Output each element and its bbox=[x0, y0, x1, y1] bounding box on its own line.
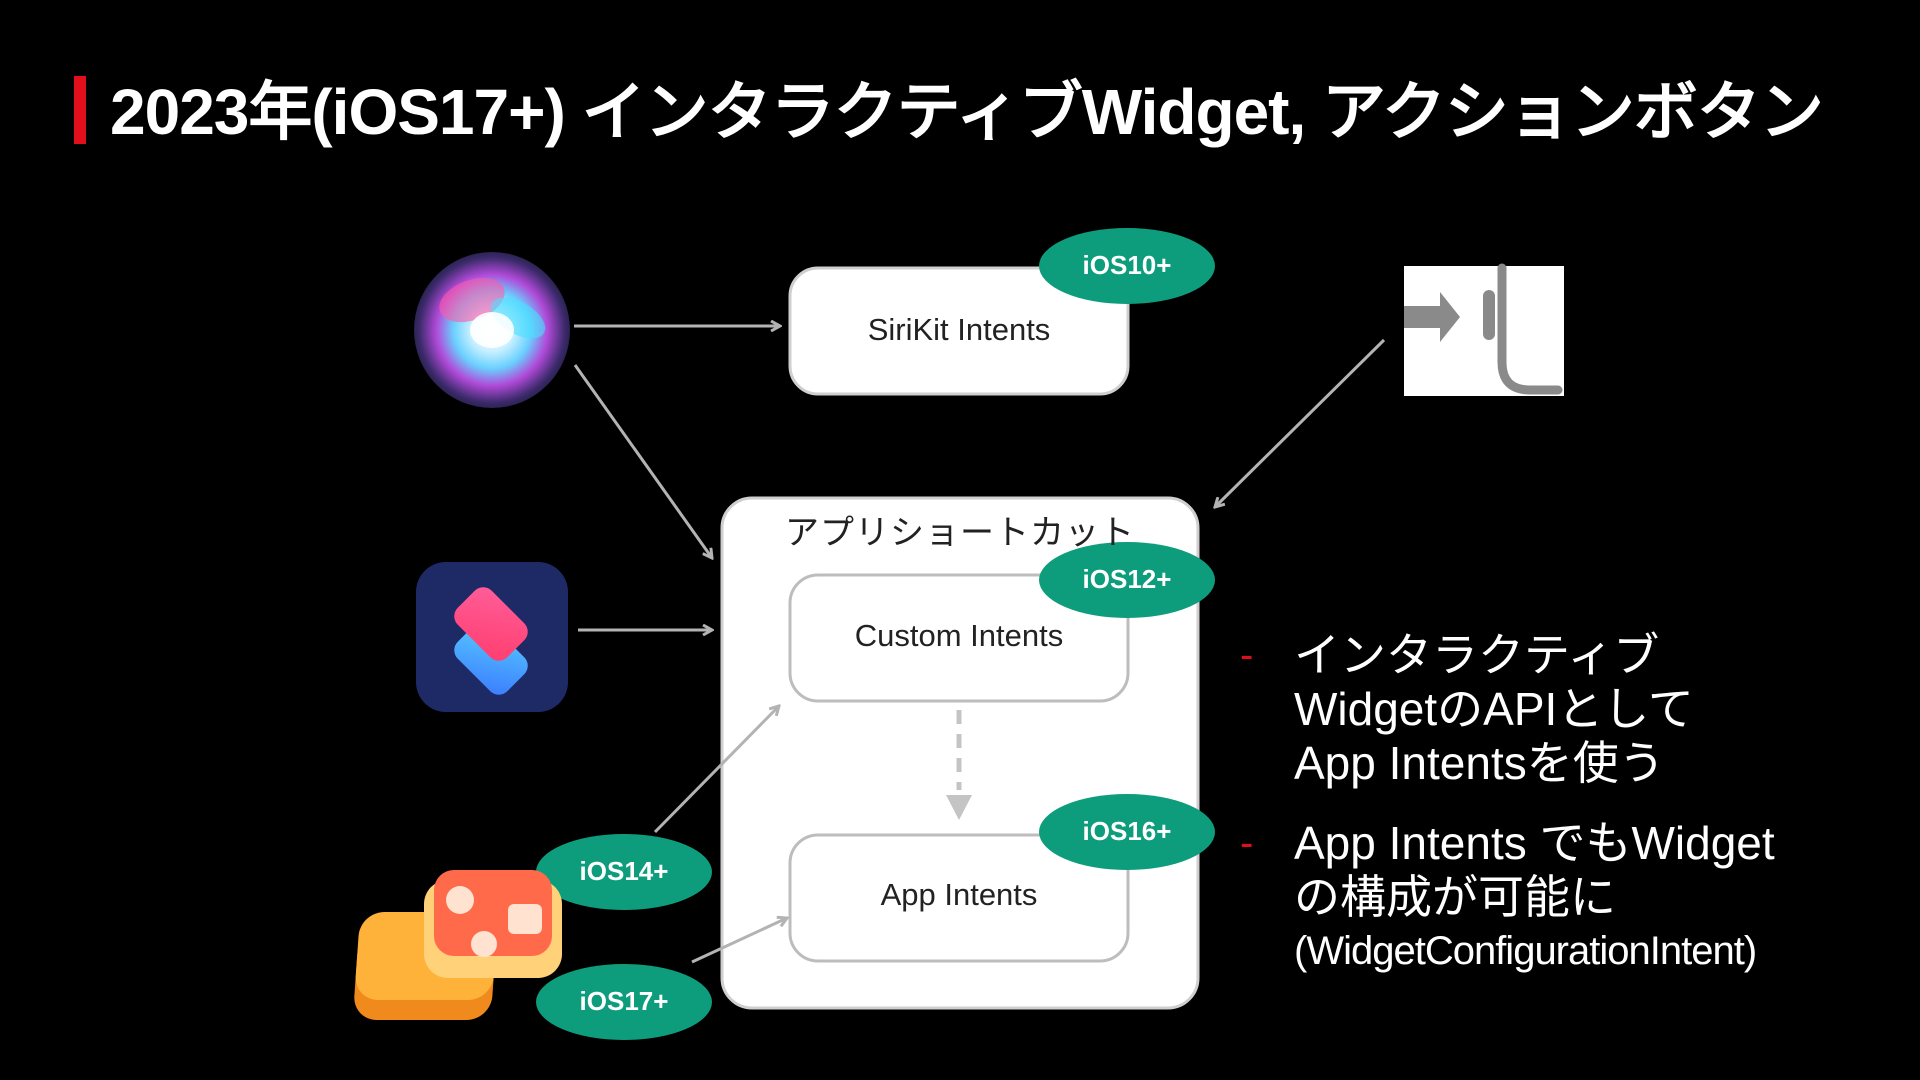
badge-ios12 bbox=[1039, 542, 1215, 618]
bullet-line: WidgetのAPIとして bbox=[1294, 683, 1694, 735]
badge-ios14-label: iOS14+ bbox=[579, 856, 669, 886]
actionbutton-arrow bbox=[1215, 338, 1386, 507]
bullet-list: - インタラクティブ WidgetのAPIとして App Intentsを使う … bbox=[1240, 628, 1900, 1004]
badge-ios14 bbox=[536, 834, 712, 910]
bullet-item: - App Intents でもWidget の構成が可能に (WidgetCo… bbox=[1240, 816, 1900, 978]
bullet-line: App Intentsを使う bbox=[1294, 737, 1665, 789]
app-shortcuts-label: アプリショートカット bbox=[785, 514, 1135, 552]
title-accent-bar bbox=[74, 76, 86, 144]
bullet-dash: - bbox=[1240, 633, 1254, 677]
custom-intents-label: Custom Intents bbox=[854, 618, 1064, 653]
action-button-icon bbox=[1404, 263, 1564, 396]
sirikit-intents-box bbox=[788, 266, 1130, 396]
siri-to-shortcuts-arrow bbox=[573, 364, 712, 558]
bullet-dash: - bbox=[1240, 821, 1254, 865]
widget-to-app-arrow bbox=[691, 918, 787, 964]
badge-ios10 bbox=[1039, 228, 1215, 304]
app-intents-label: App Intents bbox=[880, 877, 1038, 912]
badge-ios16-label: iOS16+ bbox=[1082, 816, 1172, 846]
bullet-line: App Intents でもWidget bbox=[1294, 817, 1775, 869]
widget-to-custom-arrow bbox=[653, 706, 779, 834]
badge-ios12-label: iOS12+ bbox=[1082, 564, 1172, 594]
app-intents-box bbox=[788, 833, 1130, 963]
shortcuts-icon bbox=[416, 562, 568, 712]
page-title: 2023年(iOS17+) インタラクティブWidget, アクションボタン bbox=[110, 76, 1824, 148]
bullet-subtext: (WidgetConfigurationIntent) bbox=[1294, 929, 1757, 973]
badge-ios10-label: iOS10+ bbox=[1082, 250, 1172, 280]
badge-ios17 bbox=[536, 964, 712, 1040]
custom-intents-box bbox=[788, 573, 1130, 703]
bullet-line: の構成が可能に bbox=[1294, 871, 1616, 923]
widgetkit-icon bbox=[354, 870, 562, 1020]
sirikit-intents-label: SiriKit Intents bbox=[867, 312, 1051, 347]
bullet-item: - インタラクティブ WidgetのAPIとして App Intentsを使う bbox=[1240, 628, 1900, 790]
siri-icon bbox=[414, 252, 570, 408]
badge-ios17-label: iOS17+ bbox=[579, 986, 669, 1016]
bullet-line: インタラクティブ bbox=[1294, 629, 1660, 681]
badge-ios16 bbox=[1039, 794, 1215, 870]
